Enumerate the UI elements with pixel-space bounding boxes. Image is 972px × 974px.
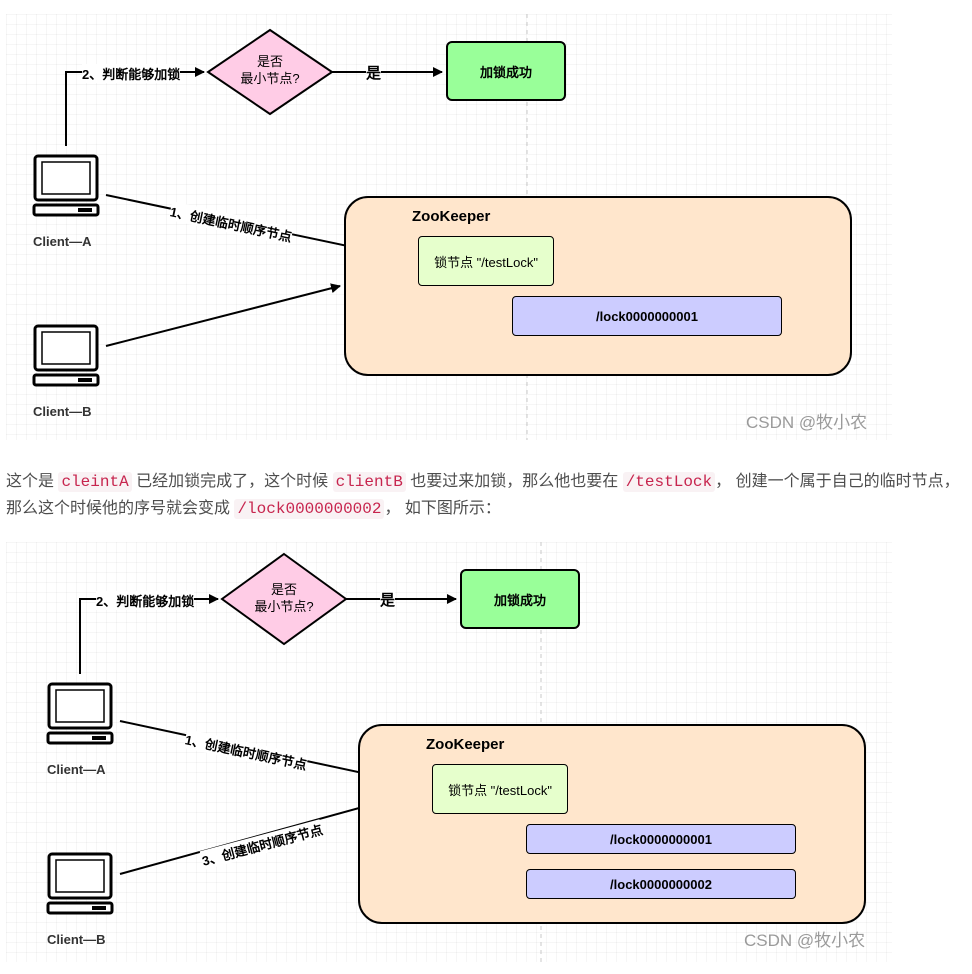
client-a-label: Client—A	[47, 762, 106, 777]
success-box: 加锁成功	[460, 569, 580, 629]
decision-text: 是否 最小节点?	[225, 54, 315, 88]
child-node-1: /lock0000000001	[526, 824, 796, 854]
computer-icon	[46, 682, 114, 745]
child-node-2: /lock0000000002	[526, 869, 796, 899]
watermark: CSDN @牧小农	[744, 931, 866, 950]
decision-line-2: 最小节点?	[240, 70, 300, 86]
yes-label: 是	[380, 589, 396, 610]
decision-diamond	[206, 28, 334, 116]
code-test-lock: /testLock	[622, 472, 716, 492]
computer-icon	[32, 154, 100, 217]
code-client-b: clientB	[332, 472, 406, 492]
zookeeper-title: ZooKeeper	[412, 208, 491, 225]
watermark: CSDN @牧小农	[746, 413, 868, 432]
zookeeper-title: ZooKeeper	[426, 736, 505, 753]
computer-icon	[32, 324, 100, 387]
diagram-2-shapes	[46, 542, 542, 962]
explanation-paragraph: 这个是 cleintA 已经加锁完成了，这个时候 clientB 也要过来加锁，…	[6, 468, 972, 522]
text-segment: 这个是	[6, 473, 59, 490]
decision-text: 是否 最小节点?	[239, 582, 329, 616]
text-segment: ， 如下图所示：	[384, 500, 501, 517]
check-arrow	[65, 67, 205, 146]
decision-line-2: 最小节点?	[254, 598, 314, 614]
code-client-a: cleintA	[58, 472, 132, 492]
check-label: 2、判断能够加锁	[82, 64, 181, 83]
zookeeper-container	[344, 196, 852, 376]
check-arrow	[79, 594, 219, 674]
success-box: 加锁成功	[446, 41, 566, 101]
decision-diamond	[220, 552, 348, 646]
lock-node: 锁节点 "/testLock"	[418, 236, 554, 286]
diagram-1: ZooKeeper 锁节点 "/testLock" /lock000000000…	[6, 14, 892, 440]
computer-icon	[46, 852, 114, 915]
diagram-1-shapes	[32, 14, 528, 440]
client-a-label: Client—A	[33, 234, 92, 249]
decision-line-1: 是否	[256, 54, 283, 69]
diagram-2: ZooKeeper 锁节点 "/testLock" /lock000000000…	[6, 542, 892, 962]
text-segment: 也要过来加锁，那么他也要在	[405, 473, 623, 490]
decision-line-1: 是否	[270, 582, 297, 597]
child-node-1: /lock0000000001	[512, 296, 782, 336]
client-b-label: Client—B	[33, 404, 92, 419]
yes-label: 是	[366, 62, 382, 83]
create-arrow-b	[105, 283, 341, 347]
lock-node: 锁节点 "/testLock"	[432, 764, 568, 814]
text-segment: ， 创建一个属于自己的临时节点，那么这个时候他的序号就会变成	[6, 473, 960, 517]
check-label: 2、判断能够加锁	[96, 591, 195, 610]
code-lock-2: /lock0000000002	[234, 499, 385, 519]
client-b-label: Client—B	[47, 932, 106, 947]
text-segment: 已经加锁完成了，这个时候	[131, 473, 333, 490]
